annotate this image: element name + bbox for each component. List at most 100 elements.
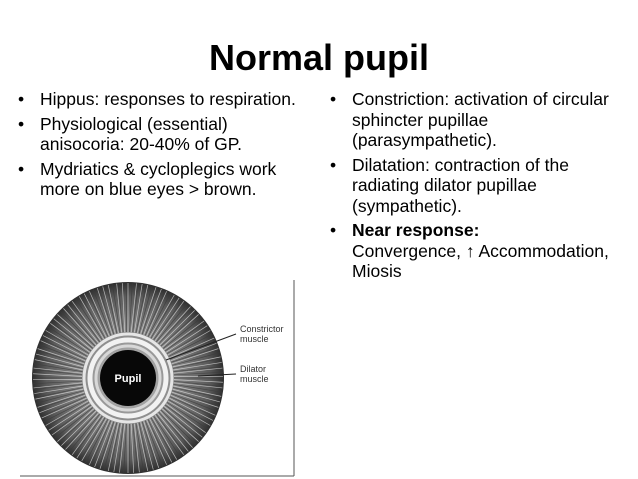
dilator-fiber	[35, 388, 84, 400]
dilator-fiber	[163, 407, 200, 441]
dilator-fiber	[117, 283, 124, 333]
dilator-fiber	[40, 340, 86, 362]
dilator-fiber	[64, 307, 98, 345]
dilator-fiber	[123, 423, 127, 473]
dilator-fiber	[171, 393, 218, 412]
dilator-fiber	[44, 331, 88, 357]
dilator-fiber	[92, 289, 112, 336]
dilator-fiber	[135, 284, 147, 333]
dilator-fiber	[78, 296, 104, 340]
dilator-fiber	[143, 288, 162, 335]
iris-diagram-svg: Pupil Constrictor muscle Dilator muscle	[20, 280, 295, 477]
dilator-fiber	[170, 342, 217, 362]
dilator-fiber	[41, 397, 87, 419]
dilator-fiber	[107, 285, 119, 334]
dilator-fiber	[33, 382, 83, 389]
dilator-fiber	[58, 409, 96, 443]
dilator-fiber	[157, 413, 189, 452]
dilator-fiber	[149, 294, 175, 338]
dilator-fiber	[35, 387, 84, 399]
bullet-dot: •	[330, 154, 337, 175]
dilator-fiber	[165, 403, 206, 433]
dilator-fiber	[46, 402, 90, 428]
dilator-fiber	[54, 407, 93, 439]
dilator-fiber	[37, 391, 85, 408]
dilator-fiber	[33, 384, 83, 390]
dilator-fiber	[35, 357, 84, 369]
dilator-fiber	[159, 310, 195, 346]
dilator-fiber	[67, 304, 99, 343]
dilator-fiber	[160, 409, 196, 445]
dilator-fiber	[173, 366, 223, 372]
constrictor-label-2: muscle	[240, 334, 269, 344]
dilator-fiber	[37, 393, 85, 410]
dilator-fiber	[107, 422, 119, 471]
dilator-fiber	[99, 422, 116, 469]
dilator-fiber	[73, 415, 103, 456]
constrictor-leader-line	[165, 333, 237, 361]
bullet-dot: •	[18, 113, 25, 134]
slide-title: Normal pupil	[208, 37, 429, 78]
bullet-text: Hippus: responses to respiration.	[40, 89, 296, 109]
dilator-fibers	[33, 283, 223, 473]
dilator-fiber	[173, 371, 223, 376]
dilator-fiber	[171, 348, 219, 365]
dilator-fiber	[153, 415, 181, 458]
dilator-fiber	[50, 404, 91, 435]
dilator-fiber	[33, 367, 83, 374]
dilator-fiber	[64, 411, 98, 449]
dilator-fiber	[152, 416, 178, 460]
right-bullet-item: • Dilatation: contraction of the radiati…	[328, 155, 628, 217]
dilator-fiber	[138, 422, 150, 471]
dilator-fiber	[112, 284, 121, 333]
dilator-fiber	[121, 283, 126, 333]
dilator-fiber	[154, 415, 185, 456]
bullet-text: Physiological (essential) anisocoria: 20…	[40, 113, 243, 155]
dilator-fiber	[132, 423, 139, 473]
dilator-fiber	[170, 394, 216, 416]
dilator-fiber	[71, 415, 102, 456]
dilator-fiber	[70, 301, 100, 342]
dilator-fiber	[113, 423, 122, 472]
dilator-fiber	[166, 328, 210, 354]
dilator-fiber	[156, 414, 186, 455]
dilator-fiber	[103, 422, 118, 471]
dilator-fiber	[43, 399, 88, 423]
dilator-fiber	[168, 399, 212, 425]
dilator-fiber	[161, 408, 199, 442]
dilator-fiber	[166, 402, 209, 430]
dilator-fiber	[138, 285, 153, 334]
dilator-fiber	[152, 297, 180, 340]
bullet-text: Constriction: activation of circular sph…	[352, 89, 609, 150]
dilator-fiber	[71, 300, 102, 341]
dilator-fiber	[48, 403, 91, 431]
dilator-fiber	[173, 380, 223, 387]
dilator-fiber	[147, 419, 169, 465]
dilator-fiber	[61, 410, 97, 446]
right-bullet-item: • Near response: Convergence, ↑ Accommod…	[328, 220, 628, 282]
dilator-fiber	[87, 291, 109, 337]
dilator-fiber	[172, 357, 221, 369]
bullet-dot: •	[18, 158, 25, 179]
dilator-fiber	[169, 337, 215, 359]
dilator-fiber	[169, 396, 215, 417]
dilator-fiber	[161, 314, 199, 348]
dilator-fiber	[164, 406, 203, 438]
dilator-fiber	[159, 410, 193, 448]
iris-diagram: Pupil Constrictor muscle Dilator muscle	[20, 278, 316, 478]
dilator-fiber	[167, 330, 211, 356]
dilator-fiber	[172, 388, 221, 403]
dilator-fiber	[140, 287, 157, 334]
dilator-fiber	[169, 397, 214, 421]
bullet-text: Convergence, ↑ Accommodation, Miosis	[352, 240, 609, 282]
dilator-fiber	[53, 318, 92, 350]
dilator-fiber	[89, 291, 110, 337]
left-bullet-list: • Hippus: responses to respiration. • Ph…	[16, 89, 300, 204]
pupil-label: Pupil	[115, 373, 142, 385]
dilator-label-1: Dilator	[240, 364, 266, 374]
dilator-fiber	[90, 420, 112, 466]
dilator-fiber	[156, 303, 188, 342]
dilator-fiber	[80, 295, 106, 339]
dilator-fiber	[160, 313, 198, 347]
bullet-text: Mydriatics & cycloplegics work more on b…	[40, 158, 277, 200]
